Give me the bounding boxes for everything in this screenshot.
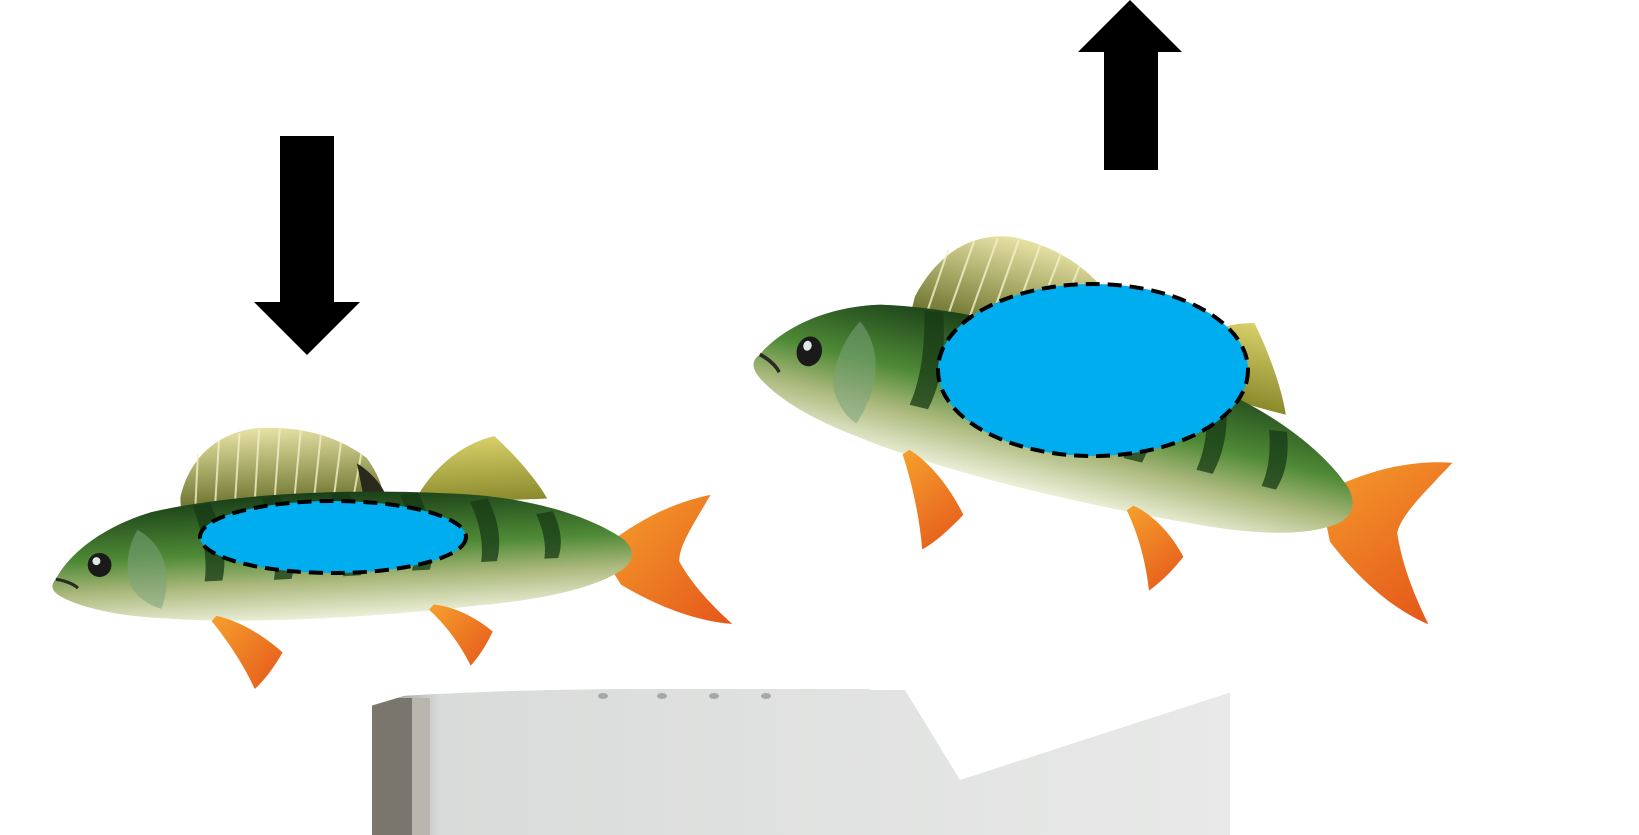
left-swim-bladder — [200, 501, 466, 573]
down-arrow-icon — [254, 136, 360, 355]
right-swim-bladder — [938, 284, 1248, 456]
